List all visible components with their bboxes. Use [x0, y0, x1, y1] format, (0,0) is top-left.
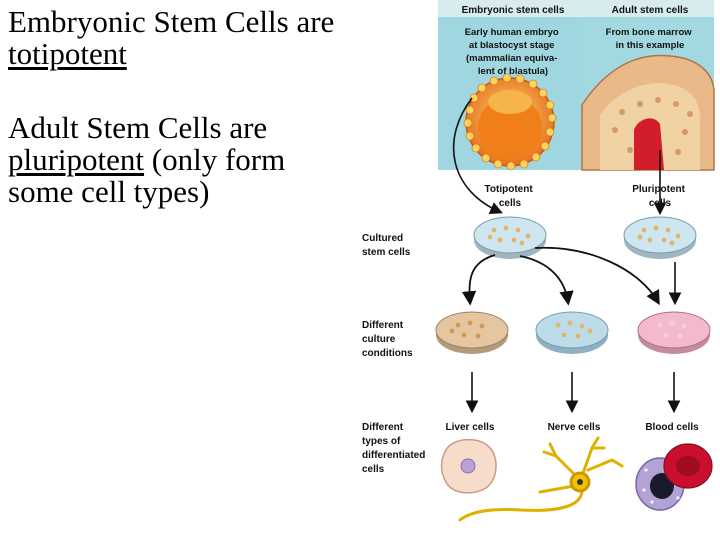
embryonic-caption-line: at blastocyst stage — [469, 40, 555, 51]
blastocyst-illustration — [463, 73, 557, 171]
row-label-line: Cultured — [362, 233, 403, 244]
slide-heading-adult: Adult Stem Cells are pluripotent (only f… — [8, 112, 348, 208]
embryonic-caption-line: Early human embryo — [465, 27, 559, 38]
embryonic-title-bar — [438, 0, 588, 17]
row-label-differentiated: Different types of differentiated cells — [362, 422, 428, 475]
totipotent-label-line: cells — [499, 198, 522, 209]
culture-dish-pluripotent — [623, 216, 697, 259]
row-label-conditions: Different culture conditions — [362, 320, 413, 359]
adult-line-post: (only form some cell types) — [8, 142, 286, 209]
condition-dish-blue — [535, 311, 609, 354]
adult-caption-line: in this example — [616, 40, 685, 51]
outcome-label-nerve: Nerve cells — [548, 422, 601, 433]
adult-caption: From bone marrow in this example — [606, 27, 695, 51]
totipotent-label: Totipotent cells — [485, 184, 536, 209]
blood-cells-illustration — [635, 443, 713, 511]
arrow-embryo-to-dish — [452, 97, 503, 214]
row-label-line: culture — [362, 334, 396, 345]
outcome-label-blood: Blood cells — [645, 422, 699, 433]
embryonic-caption-line: (mammalian equiva- — [466, 53, 557, 64]
embryonic-caption-line: lent of blastula) — [478, 66, 548, 77]
stem-cell-diagram: Embryonic stem cells Early human embryo … — [362, 0, 715, 522]
embryonic-caption: Early human embryo at blastocyst stage (… — [465, 27, 562, 77]
embryonic-panel-title: Embryonic stem cells — [462, 5, 565, 16]
row-label-line: conditions — [362, 348, 413, 359]
condition-dish-pink — [637, 311, 711, 354]
row-label-line: Different — [362, 320, 404, 331]
adult-line: Adult Stem Cells are — [8, 110, 268, 145]
row-label-line: Different — [362, 422, 404, 433]
bone-marrow-illustration — [581, 54, 715, 171]
culture-dish-totipotent — [473, 216, 547, 259]
adult-panel-title: Adult stem cells — [612, 5, 689, 16]
arrow-to-blood-dish — [534, 246, 660, 306]
liver-cell-illustration — [440, 438, 497, 494]
adult-title-bar — [582, 0, 714, 17]
totipotent-label-line: Totipotent — [485, 184, 534, 195]
slide-heading-embryonic: Embryonic Stem Cells are totipotent — [8, 6, 348, 70]
totipotent-term: totipotent — [8, 36, 127, 71]
nerve-cell-illustration — [458, 436, 624, 522]
outcome-label-liver: Liver cells — [446, 422, 495, 433]
row-label-cultured: Cultured stem cells — [362, 233, 411, 258]
adult-caption-line: From bone marrow — [606, 27, 693, 38]
row-label-line: stem cells — [362, 247, 411, 258]
row-label-line: types of — [362, 436, 401, 447]
embryonic-line: Embryonic Stem Cells are — [8, 4, 335, 39]
pluripotent-term: pluripotent — [8, 142, 145, 177]
arrow-to-liver-dish — [461, 254, 496, 306]
row-label-line: differentiated — [362, 450, 425, 461]
arrow-to-nerve-dish — [519, 255, 574, 306]
pluripotent-label-line: Pluripotent — [632, 184, 685, 195]
condition-dish-tan — [435, 311, 509, 354]
row-label-line: cells — [362, 464, 385, 475]
